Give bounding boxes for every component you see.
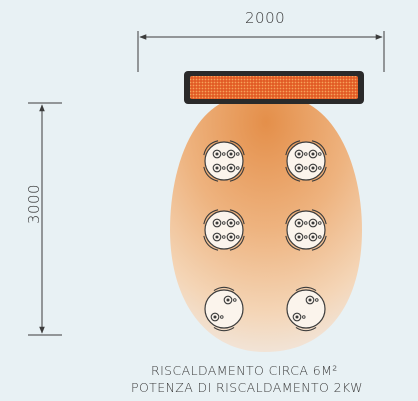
height-dimension-label: 3000 [25,183,43,225]
cup-icon [308,218,318,228]
cup-icon [226,232,236,242]
chair [229,209,245,225]
cup-handle [304,235,308,239]
cup-handle [318,235,322,239]
cafe-table [204,286,244,332]
cup-handle [302,315,306,319]
table-top [204,141,244,181]
chair [229,140,245,156]
cup-icon [210,312,220,322]
height-dimension [28,102,62,336]
cafe-table [203,209,245,251]
cup-handle [304,221,308,225]
chair [311,235,327,251]
table-top [286,141,326,181]
table-top [204,210,244,250]
cafe-table [285,209,327,251]
cup-icon [292,312,302,322]
cup-handle [304,152,308,156]
chair [203,209,219,225]
caption-heating-power: POTENZA DI RISCALDAMENTO 2KW [131,380,363,395]
cup-handle [236,235,240,239]
chair [285,235,301,251]
cup-icon [294,149,304,159]
cup-icon [294,163,304,173]
cup-handle [220,315,224,319]
cup-icon [305,295,315,305]
table-top [286,289,326,329]
chair [311,166,327,182]
cup-icon [223,295,233,305]
cup-icon [308,163,318,173]
cup-handle [318,221,322,225]
chair [295,286,317,292]
table-top [286,210,326,250]
table-top [204,289,244,329]
heater [184,71,364,104]
chair [213,326,235,332]
cafe-table [203,140,245,182]
cup-icon [212,149,222,159]
cup-icon [226,149,236,159]
cup-handle [222,166,226,170]
chair [295,326,317,332]
chair [203,235,219,251]
cup-icon [226,163,236,173]
chair [311,209,327,225]
cup-icon [294,218,304,228]
cup-handle [318,152,322,156]
cafe-table [285,140,327,182]
chair [229,235,245,251]
heat-glow [170,102,362,352]
cup-icon [308,149,318,159]
cup-handle [236,152,240,156]
cup-handle [236,166,240,170]
caption-heating-area: RISCALDAMENTO CIRCA 6M² [151,363,338,378]
tables-layer [203,140,327,332]
cup-handle [222,152,226,156]
cup-icon [308,232,318,242]
width-dimension [137,31,385,72]
chair [229,166,245,182]
width-dimension-label: 2000 [245,9,286,27]
chair [285,209,301,225]
chair [285,166,301,182]
cup-handle [304,166,308,170]
cup-icon [226,218,236,228]
chair [203,140,219,156]
cup-handle [236,221,240,225]
cup-handle [318,166,322,170]
cup-handle [315,298,319,302]
cafe-table [286,286,326,332]
cup-icon [294,232,304,242]
cup-handle [233,298,237,302]
chair [213,286,235,292]
cup-icon [212,218,222,228]
chair [311,140,327,156]
cup-icon [212,232,222,242]
cup-handle [222,235,226,239]
cup-handle [222,221,226,225]
cup-icon [212,163,222,173]
chair [203,166,219,182]
chair [285,140,301,156]
